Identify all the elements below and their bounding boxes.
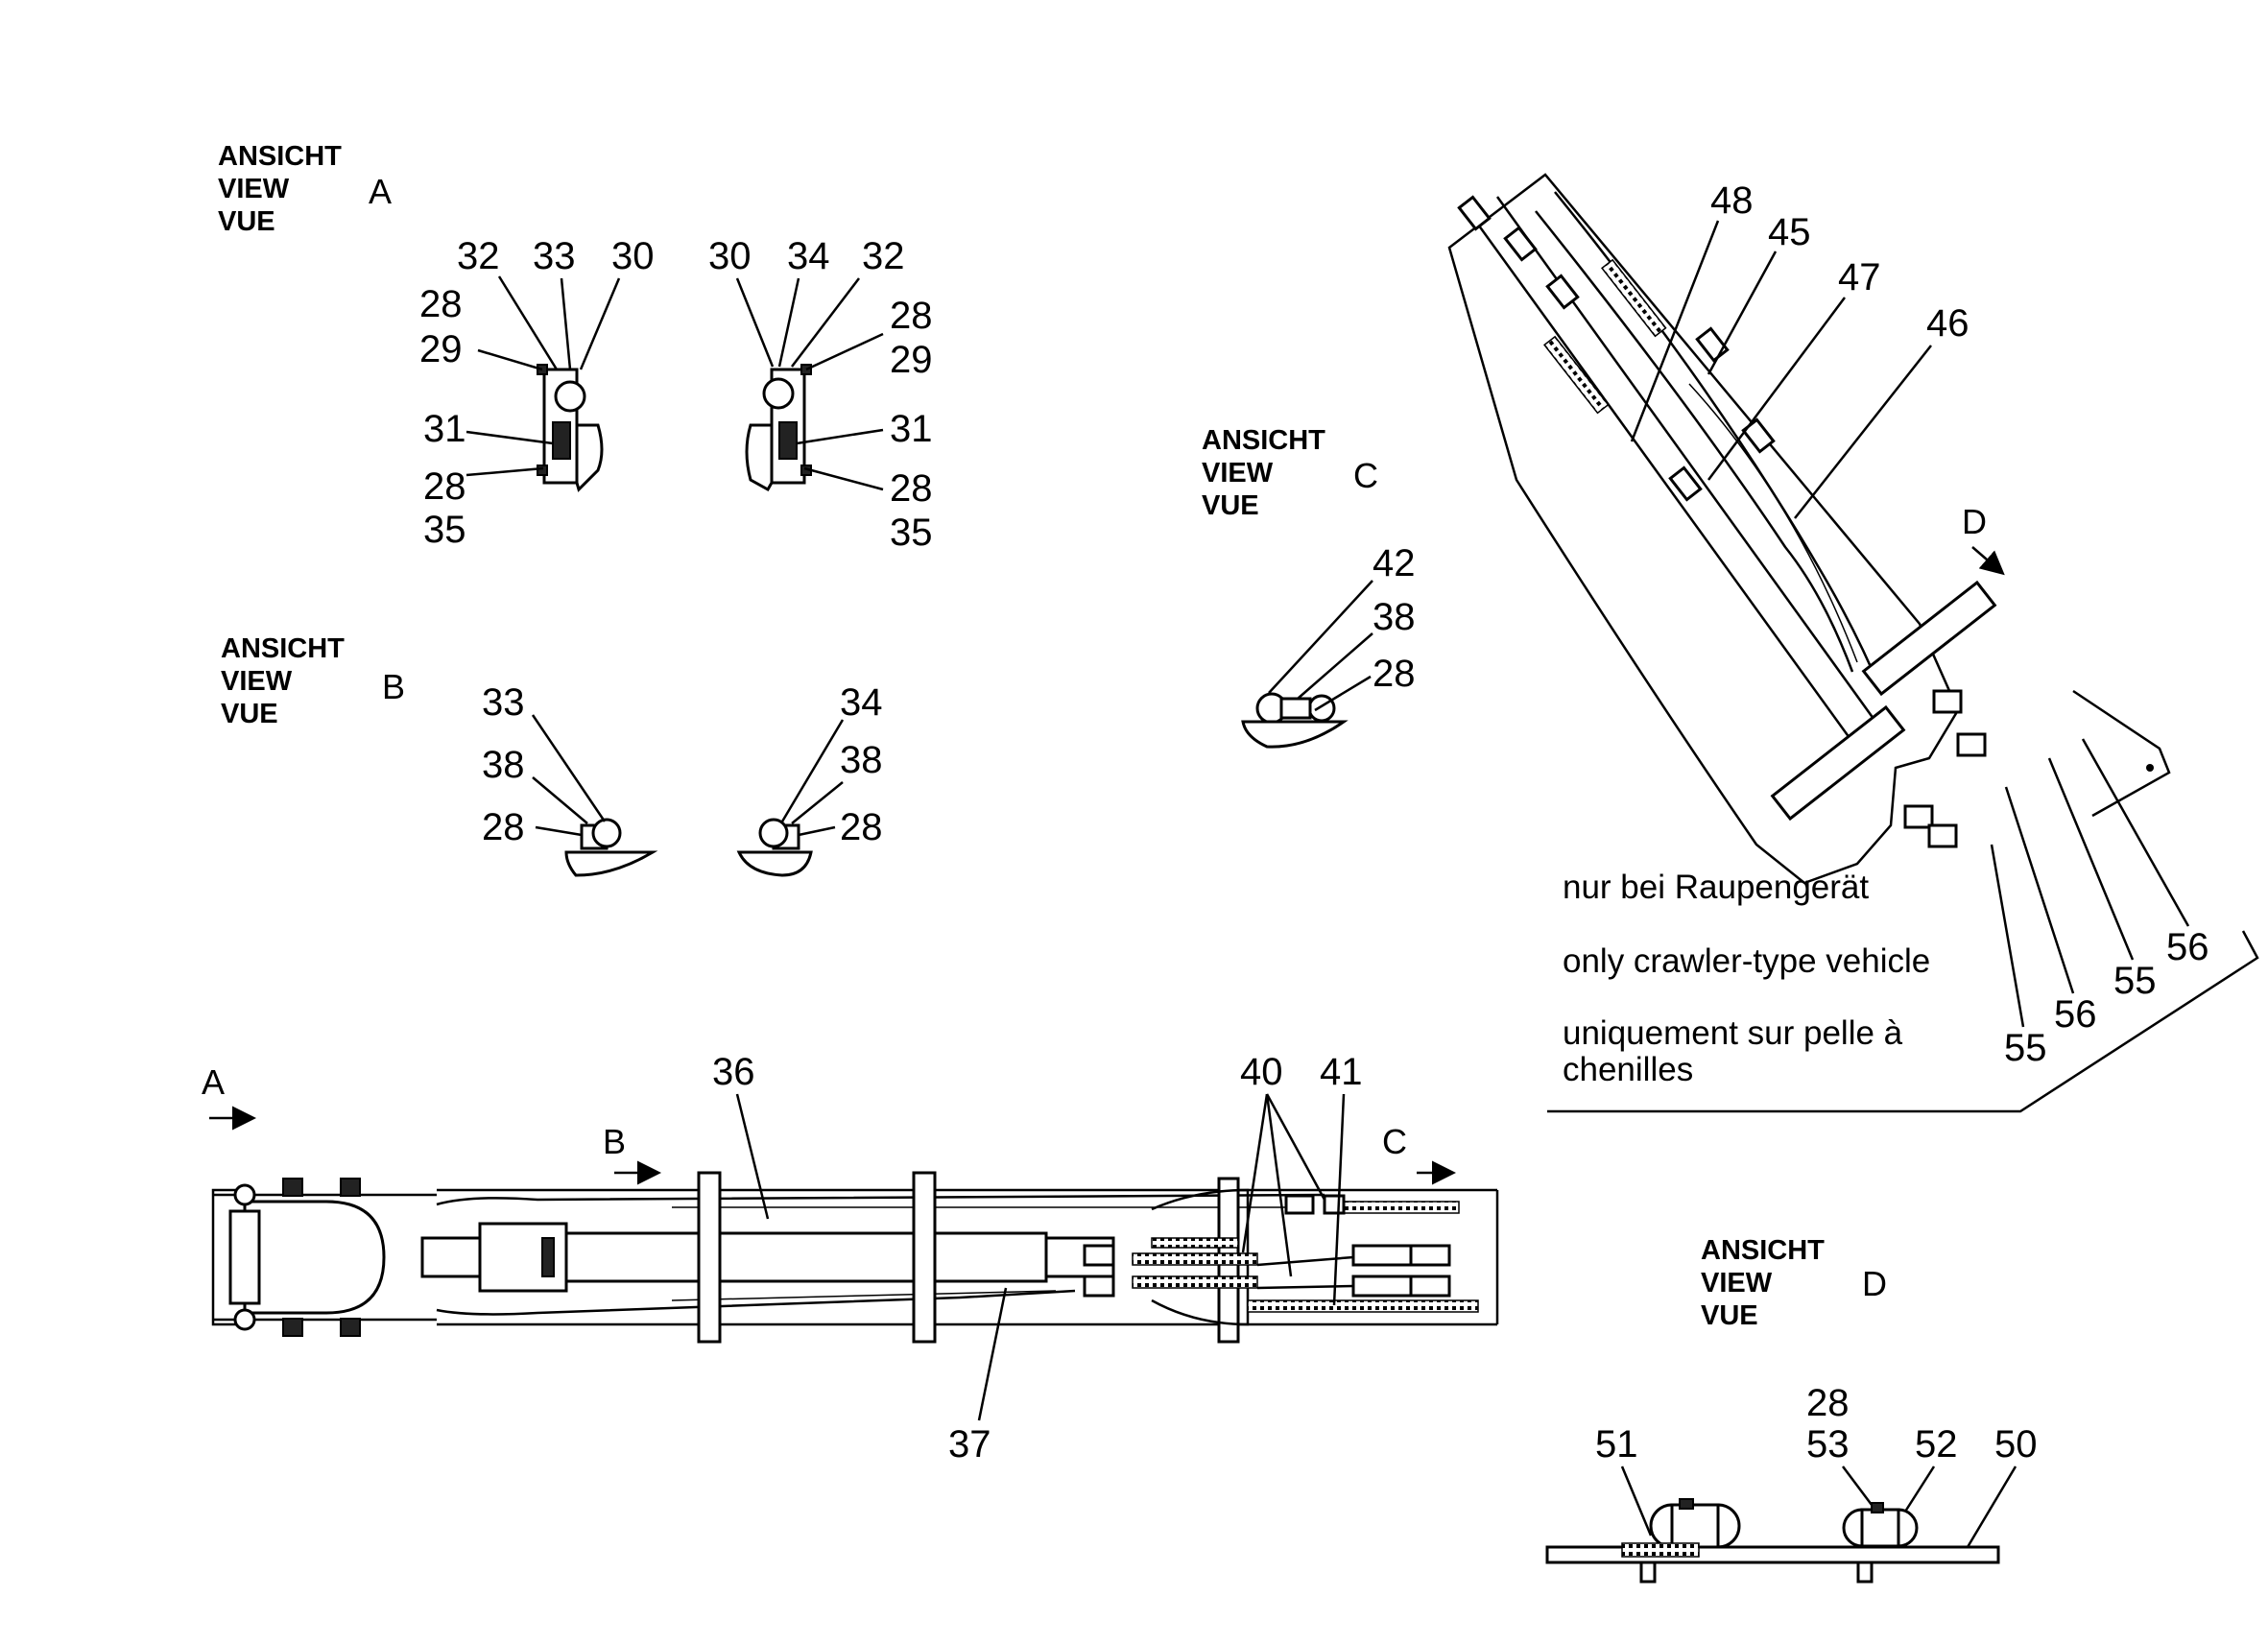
callout-label: 30 <box>708 235 752 277</box>
callout-label: 30 <box>611 235 655 277</box>
callout-label: 38 <box>840 739 883 781</box>
view-d-leader-lines <box>1620 1465 2017 1548</box>
callout-label: 56 <box>2166 926 2209 968</box>
arm-leader-lines <box>1630 220 2190 1028</box>
view-d-letter: D <box>1862 1264 1887 1303</box>
view-d-arrow <box>1971 546 2005 576</box>
callout-label: 28 <box>423 465 466 508</box>
callout-label: 46 <box>1926 302 1970 345</box>
view-c-header-line2: VIEW <box>1202 458 1274 488</box>
callout-label: 36 <box>712 1051 755 1093</box>
view-c-header-line3: VUE <box>1202 490 1259 521</box>
view-c-clamp <box>1241 692 1349 749</box>
view-c-group: ANSICHT VIEW VUE C 42 38 28 <box>1202 425 1416 749</box>
callout-label: 31 <box>423 408 466 450</box>
callout-label: 47 <box>1838 256 1881 298</box>
callout-label: 41 <box>1320 1051 1363 1093</box>
callout-label: 35 <box>423 509 466 551</box>
callout-label: 28 <box>890 295 933 337</box>
view-b-group: ANSICHT VIEW VUE B 33 38 28 34 38 28 <box>221 633 883 877</box>
callout-label: 35 <box>890 512 933 554</box>
boom-body <box>211 1171 1499 1344</box>
callout-label: 34 <box>787 235 830 277</box>
main-arrow-a-letter: A <box>202 1062 225 1102</box>
callout-label: 29 <box>890 339 933 381</box>
view-a-left-clamp <box>537 364 604 492</box>
view-b-leader-lines <box>531 714 845 837</box>
view-a-header-line2: VIEW <box>218 174 290 204</box>
arm-body <box>1447 173 2171 885</box>
callout-label: 55 <box>2113 960 2157 1002</box>
view-d-header-line3: VUE <box>1701 1300 1758 1331</box>
view-b-left-clamp <box>564 818 658 877</box>
callout-label: 34 <box>840 681 883 724</box>
view-b-header-line2: VIEW <box>221 666 293 697</box>
view-c-leader-lines <box>1268 580 1373 712</box>
arm-view: D 48 45 47 46 56 55 56 55 nur bei Raupen… <box>1447 173 2259 1113</box>
callout-label: 33 <box>482 681 525 724</box>
arm-arrow-d-letter: D <box>1962 502 1987 541</box>
callout-label: 32 <box>457 235 500 277</box>
main-boom-view: A B C <box>202 1051 1499 1465</box>
callout-label: 28 <box>419 283 463 325</box>
callout-label: 32 <box>862 235 905 277</box>
callout-label: 42 <box>1373 542 1416 584</box>
view-a-header-line1: ANSICHT <box>218 141 342 172</box>
callout-label: 28 <box>1373 653 1416 695</box>
view-b-header-line1: ANSICHT <box>221 633 345 664</box>
main-leader-lines <box>735 1093 1346 1421</box>
view-b-header-line3: VUE <box>221 699 278 729</box>
callout-label: 38 <box>1373 596 1416 638</box>
main-arrow-c-letter: C <box>1382 1122 1407 1161</box>
callout-label: 56 <box>2054 993 2097 1036</box>
note-french-line1: uniquement sur pelle à <box>1563 1014 1903 1052</box>
view-a-group: ANSICHT VIEW VUE A 32 33 30 28 29 31 28 <box>218 141 933 554</box>
view-a-letter: A <box>369 172 392 211</box>
view-d-group: ANSICHT VIEW VUE D 28 53 51 52 50 <box>1545 1235 2038 1584</box>
note-french-line2: chenilles <box>1563 1051 1693 1088</box>
view-a-right-clamp <box>745 364 812 492</box>
note-german: nur bei Raupengerät <box>1563 869 1869 906</box>
callout-label: 48 <box>1710 179 1754 222</box>
view-c-header-line1: ANSICHT <box>1202 425 1325 456</box>
callout-label: 51 <box>1595 1423 1638 1465</box>
callout-label: 31 <box>890 408 933 450</box>
view-b-right-clamp <box>736 818 813 877</box>
callout-label: 53 <box>1806 1423 1850 1465</box>
view-a-header-line3: VUE <box>218 206 275 237</box>
callout-label: 28 <box>482 806 525 848</box>
callout-label: 37 <box>948 1423 991 1465</box>
callout-label: 29 <box>419 328 463 370</box>
callout-label: 55 <box>2004 1027 2047 1069</box>
callout-label: 28 <box>1806 1382 1850 1424</box>
callout-label: 52 <box>1915 1423 1958 1465</box>
main-arrow-b-letter: B <box>603 1122 626 1161</box>
callout-label: 28 <box>840 806 883 848</box>
view-c-letter: C <box>1353 456 1378 495</box>
view-d-header-line2: VIEW <box>1701 1268 1773 1299</box>
note-english: only crawler-type vehicle <box>1563 942 1930 980</box>
callout-label: 28 <box>890 467 933 510</box>
view-a-leader-lines <box>466 275 884 491</box>
callout-label: 40 <box>1240 1051 1283 1093</box>
view-d-header-line1: ANSICHT <box>1701 1235 1825 1266</box>
view-d-plate <box>1545 1498 2000 1584</box>
callout-label: 45 <box>1768 211 1811 253</box>
note-bracket-line <box>1547 930 2259 1113</box>
callout-label: 33 <box>533 235 576 277</box>
view-b-letter: B <box>382 667 405 706</box>
callout-label: 50 <box>1994 1423 2038 1465</box>
callout-label: 38 <box>482 744 525 786</box>
